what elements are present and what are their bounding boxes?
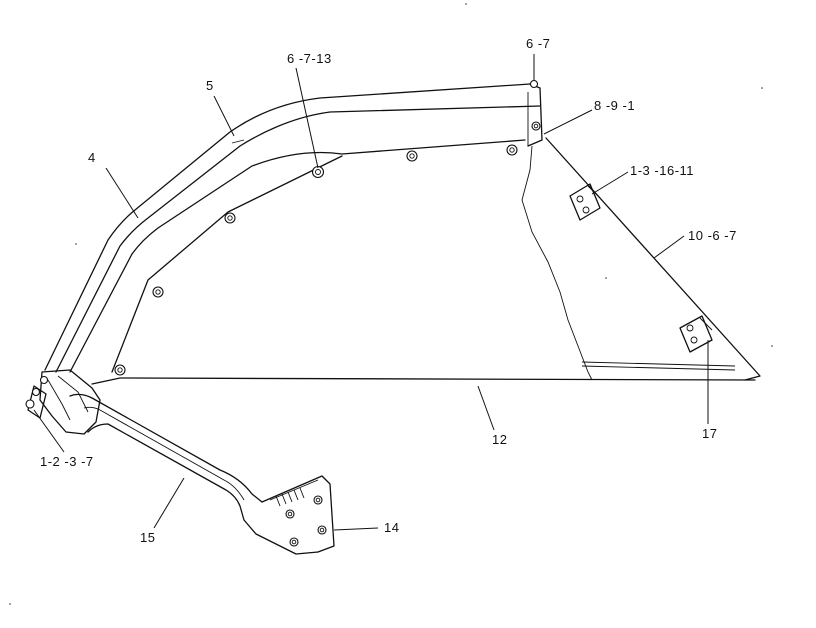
mounting-plate (261, 475, 335, 553)
hinge-bracket-lower (679, 315, 713, 353)
lower-brace-tube (69, 393, 319, 555)
hinge-bracket-upper (569, 183, 601, 221)
callout-5: 5 (206, 78, 214, 93)
callout-1-2-3-7: 1-2 -3 -7 (40, 454, 94, 469)
callout-6-7-13: 6 -7-13 (287, 51, 332, 66)
callout-12: 12 (492, 432, 507, 447)
lower-left-mount (25, 369, 101, 435)
frame-bolts (114, 79, 541, 376)
leader-lines (33, 54, 709, 531)
scan-specks (9, 3, 773, 605)
callout-1-3-16-11: 1-3 -16-11 (630, 163, 694, 178)
callout-14: 14 (384, 520, 399, 535)
callout-17: 17 (702, 426, 717, 441)
window-panel (91, 137, 761, 385)
callout-4: 4 (88, 150, 96, 165)
callout-6-7-top: 6 -7 (526, 36, 550, 51)
callout-labels: 6 -7 6 -7-13 5 8 -9 -1 4 1-3 -16-11 10 -… (40, 36, 737, 545)
upper-frame-arm (44, 83, 543, 373)
callout-8-9-1: 8 -9 -1 (594, 98, 635, 113)
callout-10-6-7: 10 -6 -7 (688, 228, 737, 243)
callout-15: 15 (140, 530, 155, 545)
